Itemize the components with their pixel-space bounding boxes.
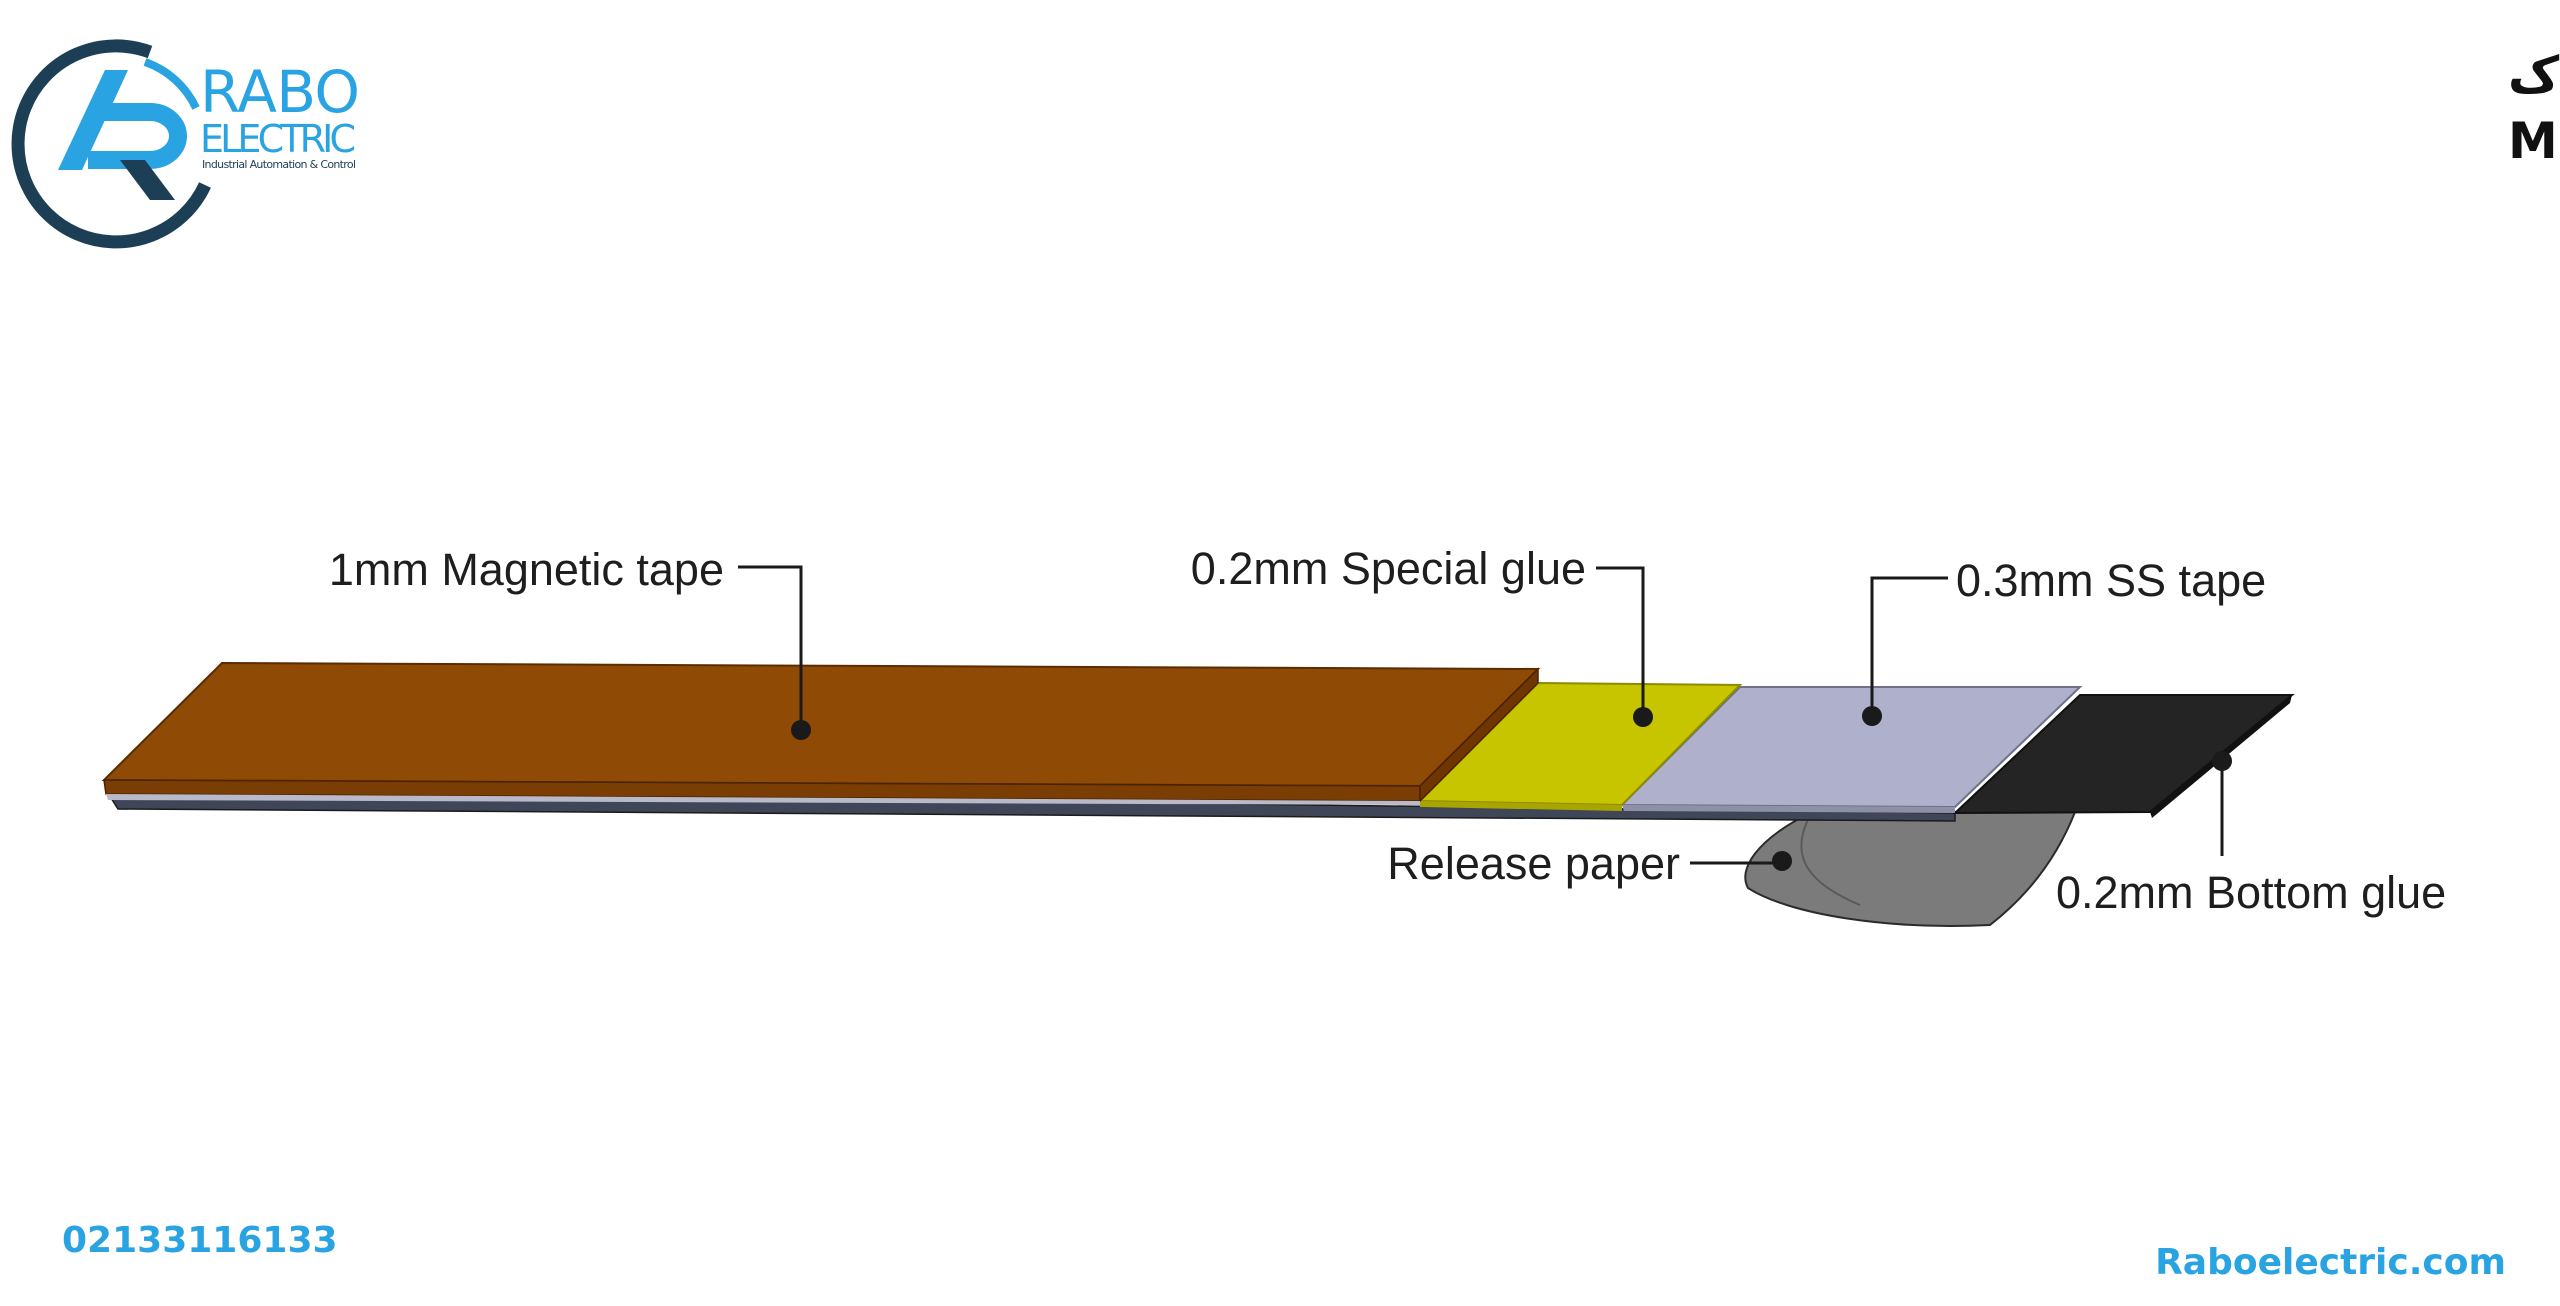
title-line-2: مدل MB05 [2508, 112, 2560, 170]
tape-layers-illustration [101, 661, 2295, 927]
callout-ss-tape [1862, 576, 1948, 726]
callout-magnetic-tape [738, 565, 811, 740]
callout-release-paper [1690, 851, 1792, 871]
brand-logo[interactable]: RABO ELECTRIC Industrial Automation & Co… [11, 39, 360, 249]
label-special-glue: 0.2mm Special glue [1191, 543, 1586, 594]
magnetic-tape-top [101, 661, 1541, 788]
label-ss-tape: 0.3mm SS tape [1956, 555, 2266, 606]
page-title: اجزای نوار مغناطیسی فناک مدل MB05 [2508, 46, 2560, 170]
logo-tagline: Industrial Automation & Control [202, 158, 356, 171]
rb-monogram-icon [11, 39, 211, 249]
label-bottom-glue: 0.2mm Bottom glue [2056, 867, 2446, 918]
logo-brand-sub: ELECTRIC [200, 117, 356, 161]
title-line-1: اجزای نوار مغناطیسی فناک [2508, 46, 2560, 105]
label-release-paper: Release paper [1387, 838, 1680, 889]
label-magnetic-tape: 1mm Magnetic tape [329, 544, 724, 595]
callout-bottom-glue [2212, 751, 2232, 856]
logo-brand-name: RABO [200, 58, 360, 126]
footer-phone[interactable]: 02133116133 [62, 1220, 338, 1261]
callout-special-glue [1596, 566, 1653, 727]
footer-website[interactable]: Raboelectric.com [2155, 1242, 2506, 1283]
release-paper-layer [1744, 811, 2077, 927]
